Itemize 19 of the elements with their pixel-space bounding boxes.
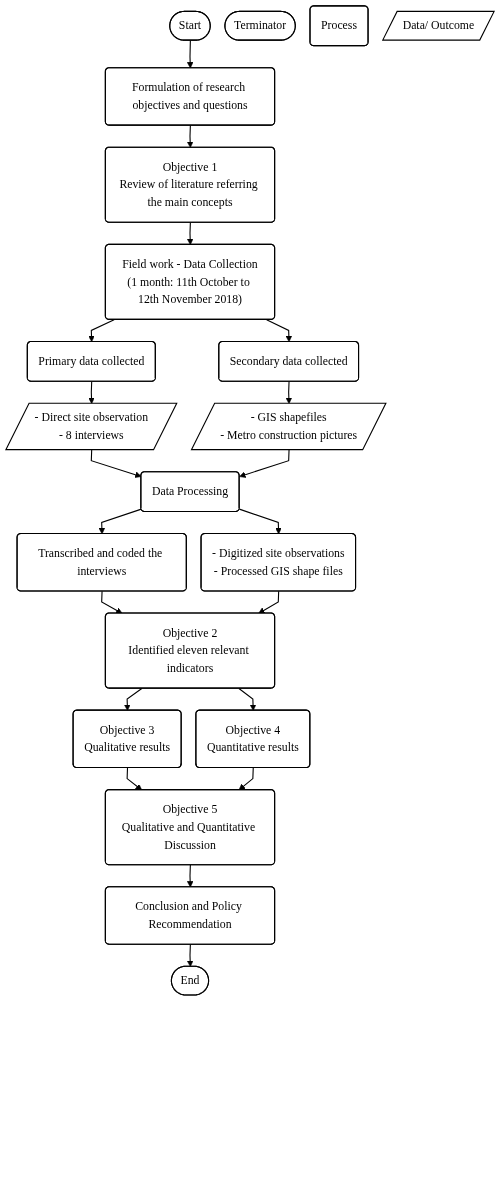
arrow [88,381,95,404]
arrow [238,687,257,711]
arrow [90,449,142,478]
arrow [258,590,280,614]
arrow [186,39,194,69]
arrow [88,319,115,343]
arrow [238,508,282,535]
arrow [126,767,143,791]
arrow [186,124,194,148]
arrow [239,449,290,478]
arrow [98,508,142,535]
arrow [101,590,123,614]
arrow [124,687,143,711]
arrow [186,944,194,967]
arrow [266,319,293,343]
arrow [186,222,194,245]
arrow [238,767,254,791]
arrow [285,381,293,404]
arrow [186,864,194,888]
